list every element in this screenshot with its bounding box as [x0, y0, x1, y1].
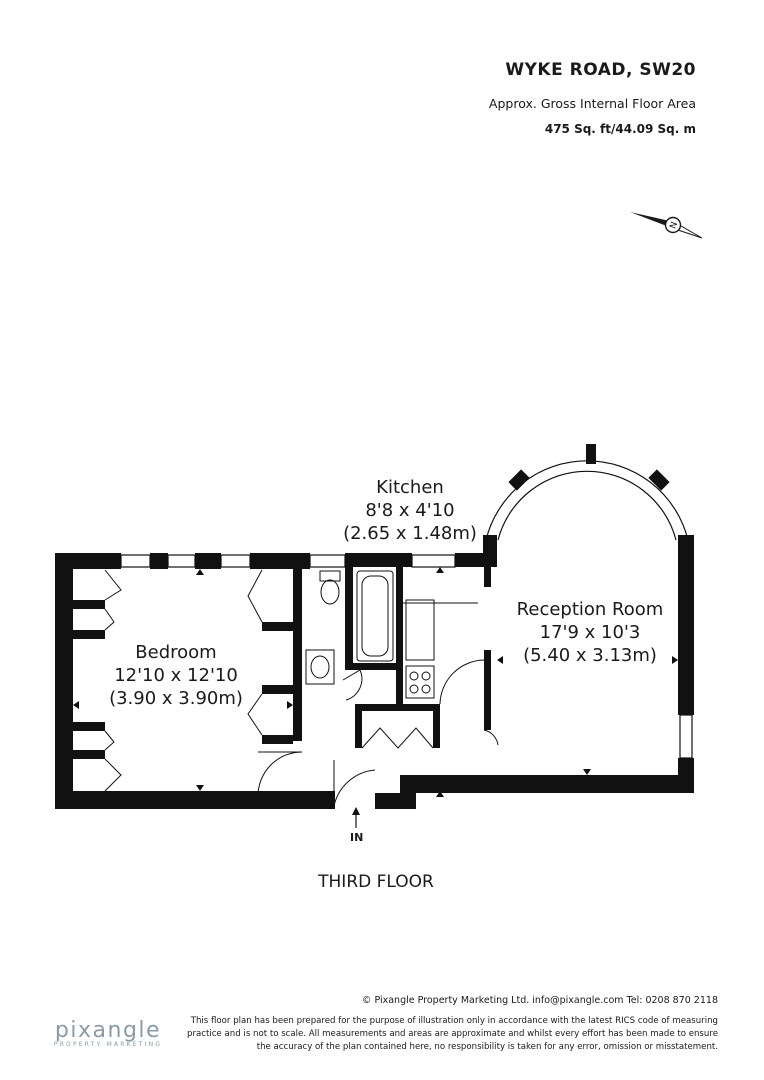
- compass-icon: N: [630, 212, 703, 239]
- windows: [120, 460, 693, 759]
- reception-size-imperial: 17'9 x 10'3: [539, 622, 641, 643]
- kitchen-size-imperial: 8'8 x 4'10: [365, 500, 455, 521]
- entrance-arrow: [352, 807, 360, 828]
- room-label-kitchen: Kitchen 8'8 x 4'10 (2.65 x 1.48m): [330, 476, 490, 545]
- compass-letter: N: [669, 221, 681, 231]
- footer-contact: © Pixangle Property Marketing Ltd. info@…: [361, 995, 718, 1006]
- bedroom-name: Bedroom: [135, 642, 217, 663]
- bedroom-size-imperial: 12'10 x 12'10: [114, 665, 238, 686]
- reception-name: Reception Room: [516, 599, 664, 620]
- room-label-reception: Reception Room 17'9 x 10'3 (5.40 x 3.13m…: [500, 598, 680, 667]
- measure-markers: [73, 567, 678, 797]
- bedroom-size-metric: (3.90 x 3.90m): [109, 688, 243, 709]
- walls: [55, 535, 694, 809]
- room-label-bedroom: Bedroom 12'10 x 12'10 (3.90 x 3.90m): [96, 641, 256, 710]
- reception-size-metric: (5.40 x 3.13m): [523, 645, 657, 666]
- area-value: 475 Sq. ft/44.09 Sq. m: [544, 122, 696, 136]
- plan-title: WYKE ROAD, SW20: [505, 60, 696, 80]
- doors: [104, 569, 499, 807]
- area-label: Approx. Gross Internal Floor Area: [488, 96, 696, 111]
- kitchen-name: Kitchen: [376, 477, 444, 498]
- bay-mullions: [508, 444, 670, 491]
- floor-name: THIRD FLOOR: [318, 872, 434, 892]
- fixtures: [305, 570, 478, 699]
- kitchen-size-metric: (2.65 x 1.48m): [343, 523, 477, 544]
- logo-name: pixangle: [54, 1018, 162, 1043]
- entrance-label: IN: [350, 831, 364, 844]
- logo-tagline: PROPERTY MARKETING: [53, 1041, 163, 1048]
- company-logo: pixangle PROPERTY MARKETING: [44, 1018, 172, 1048]
- footer-disclaimer: This floor plan has been prepared for th…: [187, 1016, 718, 1052]
